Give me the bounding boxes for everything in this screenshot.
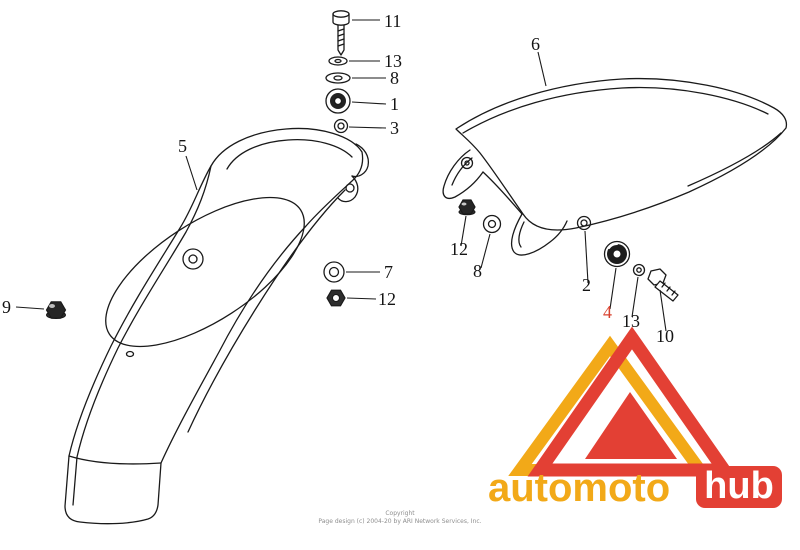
collar-part-3 (333, 118, 349, 134)
left-fender-nose-line (226, 139, 353, 170)
copyright-block: Copyright Page design (c) 2004-20 by ARI… (318, 510, 481, 525)
washer-part-7 (323, 261, 345, 283)
callout-6[interactable]: 6 (531, 34, 540, 54)
left-fender-mount-tab-a (351, 143, 370, 178)
left-fender-panel-line (105, 196, 305, 348)
brand-text-hub: hub (704, 465, 774, 507)
left-fender-mount-tab-b (337, 175, 359, 203)
left-fender-outline (64, 127, 364, 525)
left-fender-small-hole (125, 350, 135, 358)
right-fender-outline (455, 77, 788, 231)
left-fender-drawing (64, 127, 370, 525)
leader-4 (609, 267, 617, 310)
callout-2[interactable]: 2 (582, 275, 591, 295)
cap-part-4 (603, 240, 631, 268)
callout-12a[interactable]: 12 (378, 289, 396, 309)
washer-part-8 (325, 72, 351, 84)
callout-5[interactable]: 5 (178, 136, 187, 156)
callout-11[interactable]: 11 (384, 11, 401, 31)
leader-8b (480, 233, 491, 269)
left-fender-flap-crease (68, 455, 162, 465)
washer-part-8-right (482, 214, 502, 234)
washer-part-13-right (632, 263, 646, 277)
left-fender-grommet-hole-outer (182, 248, 204, 270)
bolt-part-10 (647, 268, 679, 302)
callout-13a[interactable]: 13 (384, 51, 402, 71)
right-fender-bracket-strut (482, 171, 523, 215)
callout-3[interactable]: 3 (390, 118, 399, 138)
right-fender-bracket-lower-inner (518, 221, 525, 248)
grommet-part-1 (325, 88, 351, 114)
callout-10[interactable]: 10 (656, 326, 674, 346)
right-fender-ear-hole-inner (464, 160, 470, 166)
leader-lines (15, 19, 667, 332)
right-fender-drawing (442, 77, 788, 256)
right-fender-top-inner-line (462, 86, 769, 134)
callout-8b[interactable]: 8 (473, 261, 482, 281)
leader-10 (659, 289, 667, 332)
washer-part-13 (328, 56, 348, 66)
nut-part-9 (45, 301, 67, 319)
callout-numbers: 11 13 8 1 3 5 7 12 9 6 12 8 2 4 13 10 (2, 11, 674, 346)
callout-7[interactable]: 7 (384, 262, 393, 282)
leader-1 (351, 101, 387, 105)
hardware-right-side (458, 199, 679, 302)
leader-9 (15, 306, 45, 310)
bolt-part-11 (332, 10, 350, 56)
right-fender-bracket-upper-inner (451, 157, 473, 186)
leader-6 (537, 51, 547, 87)
left-fender-grommet-hole-inner (188, 254, 198, 264)
leader-5 (185, 155, 198, 191)
nut-part-12-right (458, 199, 476, 216)
left-fender-edge-line (72, 165, 212, 506)
logo-inner-triangle-icon (585, 392, 677, 459)
left-fender-inner-line (187, 189, 346, 433)
callout-1[interactable]: 1 (390, 94, 399, 114)
right-fender-bracket-lower (510, 213, 568, 256)
leader-12b (460, 215, 467, 247)
leader-2 (584, 230, 589, 284)
watermark-logo: automoto hub (488, 326, 782, 510)
leader-13b (631, 276, 639, 318)
callout-13b[interactable]: 13 (622, 311, 640, 331)
left-fender-mount-hole (345, 183, 355, 193)
right-fender-lower-inner-line (687, 132, 782, 187)
callout-12b[interactable]: 12 (450, 239, 468, 259)
right-fender-mount-hole-outer (576, 215, 592, 231)
brand-hub-box (696, 466, 782, 508)
callout-4-highlighted[interactable]: 4 (603, 302, 612, 322)
right-fender-bracket-upper (442, 149, 484, 200)
nut-part-12-left (326, 289, 346, 307)
hardware-left-column (45, 10, 351, 319)
logo-triangle-red-icon (527, 326, 737, 477)
copyright-line1: Copyright (385, 510, 415, 517)
leader-12a (346, 297, 377, 300)
leader-3 (348, 126, 387, 129)
copyright-line2: Page design (c) 2004-20 by ARI Network S… (318, 518, 481, 525)
callout-9[interactable]: 9 (2, 297, 11, 317)
right-fender-ear-hole-outer (460, 156, 474, 170)
brand-text-automoto: automoto (488, 466, 670, 510)
right-fender-mount-hole-inner (580, 219, 588, 227)
callout-8a[interactable]: 8 (390, 68, 399, 88)
